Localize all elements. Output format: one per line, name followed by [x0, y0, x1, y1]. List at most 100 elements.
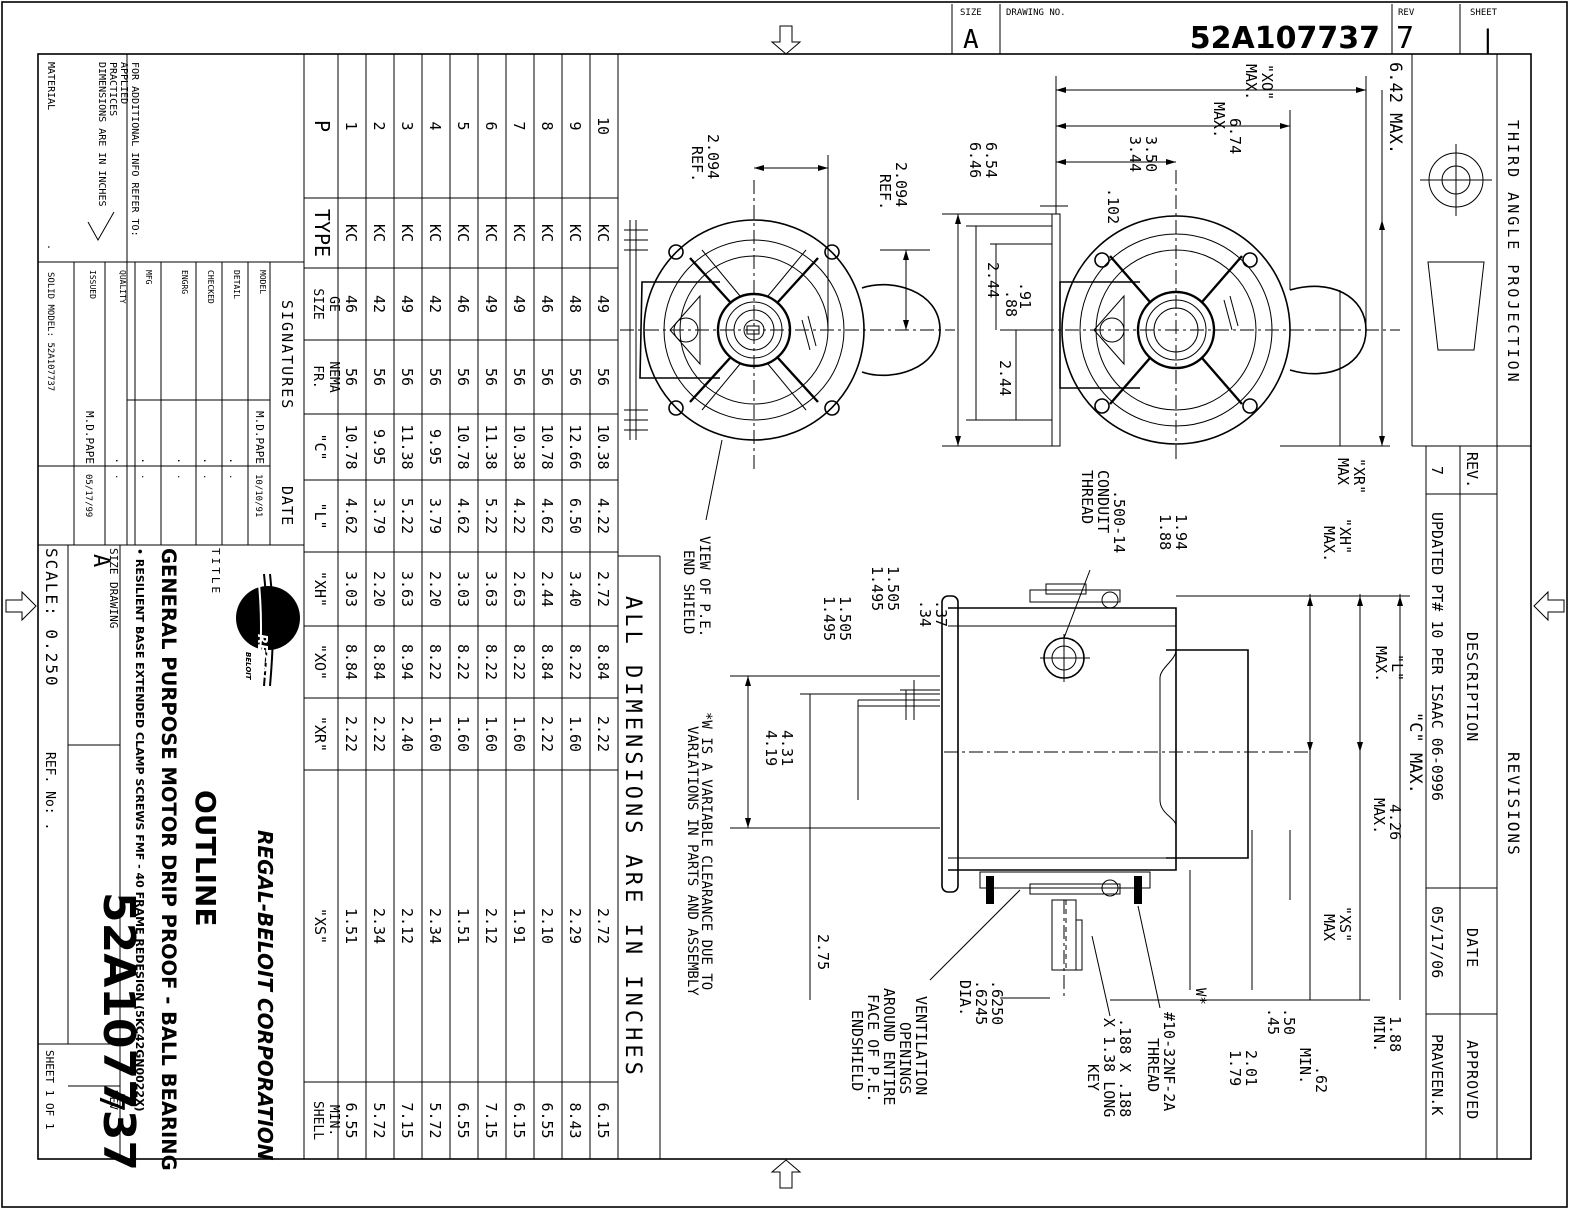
table-cell: 2.20	[426, 571, 444, 607]
signature-name: .	[113, 457, 126, 464]
table-cell: 2.12	[398, 908, 416, 944]
table-cell: 3.79	[370, 498, 388, 534]
sheet-value-top: |	[1480, 25, 1496, 55]
signatures-date-header: DATE	[278, 486, 296, 526]
table-cell: 2.22	[370, 716, 388, 752]
vent-label-4: FACE OF P.E.	[864, 994, 882, 1102]
dim-key-188: .188 X .188	[1116, 1018, 1134, 1117]
rev-label-top: REV	[1398, 8, 1415, 18]
signature-date: .	[113, 474, 123, 479]
table-cell: 6.55	[342, 1102, 360, 1138]
table-cell: 56	[454, 368, 472, 386]
dim-201: 2.01	[1242, 1050, 1260, 1086]
dim-1505-a: 1.505	[884, 566, 902, 611]
projection-label: THIRD ANGLE PROJECTION	[1504, 120, 1522, 385]
table-cell: KC	[454, 224, 472, 242]
signature-date: .	[227, 474, 237, 479]
table-cell: 8.43	[566, 1102, 584, 1138]
info-line-1: FOR ADDITIONAL INFO REFER TO:	[129, 62, 140, 237]
dim-xh-max: MAX.	[1320, 526, 1338, 562]
dim-088: .88	[1002, 290, 1020, 317]
table-cell: 6.15	[594, 1102, 612, 1138]
dim-c-max: "C" MAX.	[1405, 712, 1425, 794]
dim-426: 4.26	[1386, 804, 1404, 840]
table-cell: 8.84	[370, 644, 388, 680]
info-line-2: APPLIED	[118, 62, 129, 104]
rev-col-date: DATE	[1463, 928, 1481, 968]
title-label: TITLE	[209, 548, 222, 596]
title-line-1: GENERAL PURPOSE MOTOR DRIP PROOF - BALL …	[157, 548, 180, 1171]
dim-188-b-min: MIN.	[1370, 1016, 1388, 1052]
drawing-no-label-top: DRAWING NO.	[1006, 8, 1066, 18]
dim-conduit-thread: THREAD	[1078, 470, 1096, 524]
vent-label-2: OPENINGS	[896, 1022, 914, 1094]
table-cell: 56	[510, 368, 528, 386]
dim-l: "L"	[1388, 654, 1406, 681]
table-cell: 49	[398, 295, 416, 313]
table-cell: 3.03	[342, 571, 360, 607]
signature-date: 05/17/99	[83, 474, 93, 517]
table-cell: 2.72	[594, 571, 612, 607]
side-view-motor: .500-14 CONDUIT THREAD 1.94 1.88 "XH" MA…	[730, 470, 1425, 1117]
signature-role: CHECKED	[206, 270, 215, 304]
dim-w-star: W*	[1192, 988, 1208, 1005]
table-cell: 3.63	[398, 571, 416, 607]
signature-date: .	[139, 474, 149, 479]
table-cell: 49	[594, 295, 612, 313]
table-cell: 6.15	[510, 1102, 528, 1138]
dim-045: .45	[1264, 1008, 1282, 1035]
dim-642-max: 6.42 MAX.	[1385, 62, 1405, 154]
rev-col-description: DESCRIPTION	[1463, 632, 1481, 742]
table-cell: 2.22	[594, 716, 612, 752]
dim-key-138: X 1.38 LONG	[1100, 1018, 1118, 1117]
table-cell: KC	[370, 224, 388, 242]
vent-label-3: AROUND ENTIRE	[880, 988, 898, 1105]
table-cell: KC	[482, 224, 500, 242]
dim-091: .91	[1016, 282, 1034, 309]
table-cell: 7	[510, 121, 528, 130]
table-cell: 9.95	[426, 429, 444, 465]
dim-426-max: MAX.	[1370, 798, 1388, 834]
table-cell: 4	[426, 121, 444, 130]
table-header-0: P	[310, 120, 334, 132]
table-cell: 8.94	[398, 644, 416, 680]
table-cell: 56	[566, 368, 584, 386]
signature-name: M.D.PAPE	[83, 411, 96, 464]
table-cell: 5.22	[482, 498, 500, 534]
center-arrow-left	[5, 590, 37, 622]
table-cell: 56	[426, 368, 444, 386]
table-cell: 6.55	[538, 1102, 556, 1138]
table-cell: 49	[482, 295, 500, 313]
table-cell: 7.15	[482, 1102, 500, 1138]
table-cell: 3.79	[426, 498, 444, 534]
dim-2094-a: 2.094	[704, 134, 722, 179]
table-cell: 1.60	[454, 716, 472, 752]
table-cell: 46	[454, 295, 472, 313]
table-cell: 2.44	[538, 571, 556, 607]
table-cell: 2.29	[566, 908, 584, 944]
table-cell: 11.38	[398, 424, 416, 469]
table-cell: 42	[370, 295, 388, 313]
signature-name: .	[201, 457, 214, 464]
table-header-8: "XR"	[311, 716, 329, 752]
dim-275: 2.75	[814, 934, 832, 970]
dim-674-max: MAX.	[1210, 102, 1228, 138]
table-header-group-10: MIN.SHELL	[310, 1101, 341, 1140]
table-cell: 5.22	[398, 498, 416, 534]
table-cell: 8.84	[594, 644, 612, 680]
size-value: A	[88, 554, 113, 567]
table-header-10-1: SHELL	[310, 1101, 325, 1140]
view-label-2: END SHIELD	[680, 550, 696, 634]
data-table: PTYPEGESIZENEMAFR."C""L""XH""XO""XR""XS"…	[303, 53, 661, 1160]
table-header-10-0: MIN.	[326, 1105, 341, 1136]
signature-date: .	[201, 474, 211, 479]
sheet-label: SHEET 1 OF 1	[43, 1050, 56, 1129]
table-cell: KC	[426, 224, 444, 242]
dim-350: 3.50	[1142, 136, 1160, 172]
table-cell: 2	[370, 121, 388, 130]
w-note-line-2: VARIATIONS IN PARTS AND ASSEMBLY	[684, 726, 700, 996]
table-cell: 1.91	[510, 908, 528, 944]
dim-xr-max: MAX	[1334, 458, 1352, 485]
center-arrow-right	[1533, 590, 1565, 622]
